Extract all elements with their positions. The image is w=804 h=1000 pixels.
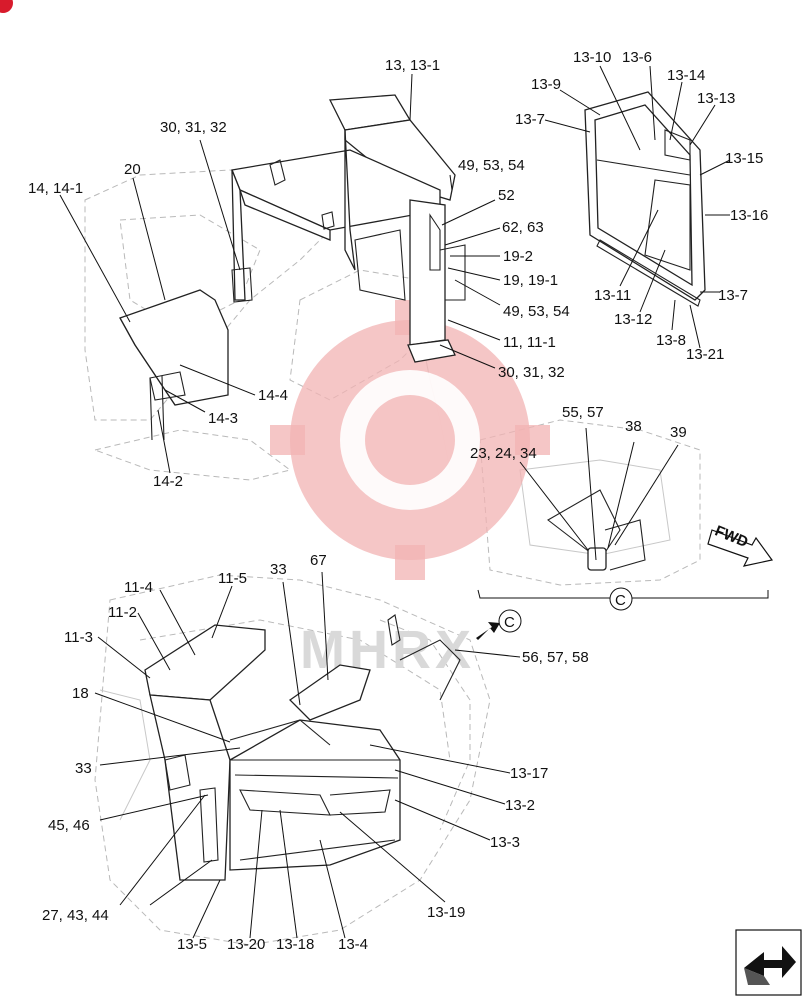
callout-18: 18 <box>72 685 89 702</box>
callout-13-20: 13-20 <box>227 936 265 953</box>
callout-13-17: 13-17 <box>510 765 548 782</box>
callout-13-7-lower: 13-7 <box>718 287 748 304</box>
callout-13-7-upper: 13-7 <box>515 111 545 128</box>
callout-13-19: 13-19 <box>427 904 465 921</box>
callout-labels: 13, 13-1 30, 31, 32 20 14, 14-1 49, 53, … <box>28 49 768 953</box>
callout-19-19-1: 19, 19-1 <box>503 272 558 289</box>
callout-13-4: 13-4 <box>338 936 368 953</box>
detail-c-marker-label: C <box>615 592 626 609</box>
side-cover-14 <box>119 289 229 441</box>
callout-23-24-34: 23, 24, 34 <box>470 445 537 462</box>
callout-13-6: 13-6 <box>622 49 652 66</box>
callout-13-13: 13-13 <box>697 90 735 107</box>
watermark-logo: MHRX <box>270 300 550 680</box>
filter-frame-assembly <box>584 91 706 307</box>
next-page-arrow-icon[interactable] <box>735 929 802 996</box>
callout-67: 67 <box>310 552 327 569</box>
detail-c-inset <box>477 489 774 599</box>
callout-49-53-54-upper: 49, 53, 54 <box>458 157 525 174</box>
callout-30-31-32-upper: 30, 31, 32 <box>160 119 227 136</box>
callout-13-13-1: 13, 13-1 <box>385 57 440 74</box>
callout-13-12: 13-12 <box>614 311 652 328</box>
corner-badge <box>0 0 13 13</box>
leader-lines <box>59 65 731 939</box>
callout-52: 52 <box>498 187 515 204</box>
callout-49-53-54-lower: 49, 53, 54 <box>503 303 570 320</box>
callout-13-11: 13-11 <box>594 287 631 304</box>
view-c-marker-label: C <box>504 614 515 631</box>
callout-13-16: 13-16 <box>730 207 768 224</box>
callout-33-lower: 33 <box>75 760 92 777</box>
callout-13-2: 13-2 <box>505 797 535 814</box>
callout-45-46: 45, 46 <box>48 817 90 834</box>
callout-14-2: 14-2 <box>153 473 183 490</box>
callout-13-18: 13-18 <box>276 936 314 953</box>
callout-27-43-44: 27, 43, 44 <box>42 907 109 924</box>
callout-33-upper: 33 <box>270 561 287 578</box>
callout-11-2: 11-2 <box>108 604 137 621</box>
callout-38: 38 <box>625 418 642 435</box>
callout-11-11-1: 11, 11-1 <box>503 334 556 351</box>
callout-11-5: 11-5 <box>218 570 247 587</box>
callout-13-10: 13-10 <box>573 49 611 66</box>
callout-13-21: 13-21 <box>686 346 724 363</box>
callout-55-57: 55, 57 <box>562 404 604 421</box>
callout-13-5: 13-5 <box>177 936 207 953</box>
callout-11-4: 11-4 <box>124 579 153 596</box>
callout-13-9: 13-9 <box>531 76 561 93</box>
fwd-arrow-icon <box>707 529 774 567</box>
callout-14-4: 14-4 <box>258 387 288 404</box>
callout-14-3: 14-3 <box>208 410 238 427</box>
upper-support-assembly <box>231 94 466 363</box>
lower-duct-assembly <box>144 614 461 881</box>
callout-13-3: 13-3 <box>490 834 520 851</box>
callout-39: 39 <box>670 424 687 441</box>
callout-13-8: 13-8 <box>656 332 686 349</box>
detail-c-marker-circle <box>609 587 633 611</box>
view-c-marker-circle <box>498 609 522 633</box>
view-c-arrow-icon <box>476 622 500 640</box>
callout-30-31-32-lower: 30, 31, 32 <box>498 364 565 381</box>
callout-11-3: 11-3 <box>64 629 93 646</box>
callout-13-14: 13-14 <box>667 67 705 84</box>
callout-19-2: 19-2 <box>503 248 533 265</box>
callout-20: 20 <box>124 161 141 178</box>
callout-13-15: 13-15 <box>725 150 763 167</box>
callout-14-14-1: 14, 14-1 <box>28 180 83 197</box>
watermark-text: MHRX <box>300 620 475 680</box>
callout-62-63: 62, 63 <box>502 219 544 236</box>
callout-56-57-58: 56, 57, 58 <box>522 649 589 666</box>
